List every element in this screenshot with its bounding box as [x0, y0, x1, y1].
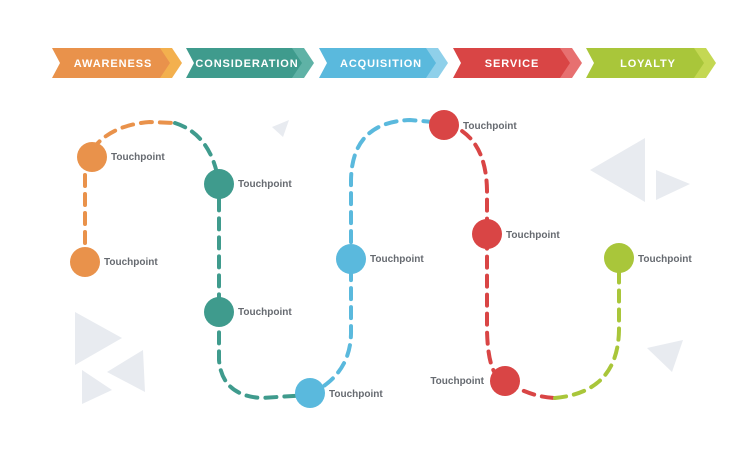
decor-triangle	[647, 340, 683, 372]
touchpoint-circle	[204, 169, 234, 199]
chevron-accent	[160, 48, 182, 78]
chevron-body	[186, 48, 302, 78]
touchpoint-circle	[604, 243, 634, 273]
chevron-accent	[560, 48, 582, 78]
touchpoint-label: Touchpoint	[506, 230, 560, 241]
stage-label: LOYALTY	[620, 58, 676, 70]
chevron-accent	[292, 48, 314, 78]
touchpoint-circle	[295, 378, 325, 408]
stage-label: ACQUISITION	[340, 58, 422, 70]
stage-chevron-loyalty: LOYALTY	[586, 48, 716, 78]
touchpoint-label: Touchpoint	[104, 257, 158, 268]
touchpoint-circle	[336, 244, 366, 274]
chevron-accent	[426, 48, 448, 78]
journey-path-service	[443, 121, 557, 400]
chevron-body	[586, 48, 704, 78]
touchpoint-label: Touchpoint	[370, 254, 424, 265]
chevron-accent	[694, 48, 716, 78]
touchpoint-circle	[204, 297, 234, 327]
touchpoint-node: Touchpoint	[429, 110, 517, 140]
stage-chevron-acquisition: ACQUISITION	[319, 48, 448, 78]
touchpoint-label: Touchpoint	[430, 376, 484, 387]
touchpoint-circle	[472, 219, 502, 249]
decor-triangle	[590, 138, 645, 202]
touchpoint-label: Touchpoint	[238, 179, 292, 190]
touchpoint-node: Touchpoint	[77, 142, 165, 172]
journey-path-acquisition	[306, 117, 447, 397]
decor-triangle	[75, 312, 122, 365]
touchpoint-circle	[70, 247, 100, 277]
touchpoint-node: Touchpoint	[295, 378, 383, 408]
decor-triangle	[82, 370, 112, 404]
stage-label: SERVICE	[485, 58, 539, 70]
touchpoint-circle	[77, 142, 107, 172]
journey-path-consideration	[173, 121, 310, 401]
chevron-body	[453, 48, 570, 78]
touchpoint-label: Touchpoint	[238, 307, 292, 318]
chevron-body	[52, 48, 170, 78]
touchpoint-label: Touchpoint	[463, 121, 517, 132]
decor-triangle	[107, 350, 145, 392]
journey-path-loyalty	[553, 256, 621, 400]
stage-label: AWARENESS	[74, 58, 152, 70]
decor-triangle	[656, 170, 690, 200]
touchpoint-circle	[429, 110, 459, 140]
touchpoint-circle	[490, 366, 520, 396]
touchpoint-node: Touchpoint	[430, 366, 520, 396]
touchpoint-label: Touchpoint	[111, 152, 165, 163]
decor-triangle	[272, 120, 289, 137]
chevron-body	[319, 48, 436, 78]
stage-label: CONSIDERATION	[195, 58, 298, 70]
touchpoint-label: Touchpoint	[329, 389, 383, 400]
touchpoint-node: Touchpoint	[70, 247, 158, 277]
decorative-triangles	[75, 120, 690, 404]
journey-path-awareness	[83, 119, 177, 264]
stage-chevron-consideration: CONSIDERATION	[186, 48, 314, 78]
touchpoint-node: Touchpoint	[604, 243, 692, 273]
touchpoint-node: Touchpoint	[204, 169, 292, 199]
touchpoint-node: Touchpoint	[472, 219, 560, 249]
stage-chevron-service: SERVICE	[453, 48, 582, 78]
touchpoint-node: Touchpoint	[336, 244, 424, 274]
touchpoint-label: Touchpoint	[638, 254, 692, 265]
touchpoint-node: Touchpoint	[204, 297, 292, 327]
stage-chevron-awareness: AWARENESS	[52, 48, 182, 78]
